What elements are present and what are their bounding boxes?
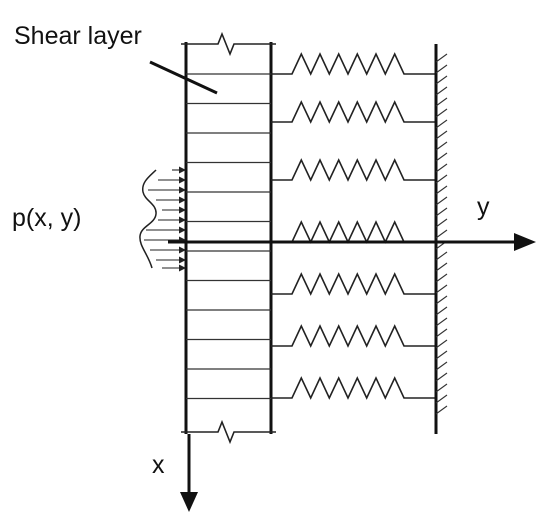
distributed-load [139,166,186,272]
hatch-mark [435,251,448,261]
hatch-mark [435,53,448,63]
spring [271,272,436,296]
hatch-mark [435,317,448,327]
shear-layer-lines [186,73,271,400]
hatch-mark [435,108,448,118]
load-arrowhead [179,166,186,174]
y-axis-arrowhead [514,233,536,251]
load-profile-curve [139,169,157,269]
hatch-mark [435,328,448,338]
load-arrowhead [179,264,186,272]
hatch-mark [435,295,448,305]
hatch-mark [435,229,448,239]
hatch-mark [435,372,448,382]
hatch-mark [435,218,448,228]
hatch-mark [435,361,448,371]
hatch-mark [435,350,448,360]
hatch-mark [435,163,448,173]
spring [271,100,436,124]
shear-layer [181,31,276,445]
wall-hatching [435,53,448,415]
hatch-mark [435,339,448,349]
fixed-support-wall [434,44,448,434]
hatch-mark [435,174,448,184]
hatch-mark [435,262,448,272]
hatch-mark [435,185,448,195]
load-arrowhead [179,176,186,184]
x-axis-label: x [152,451,165,479]
load-arrowhead [179,216,186,224]
load-arrows [144,166,186,272]
hatch-mark [435,284,448,294]
hatch-mark [435,306,448,316]
x-axis-arrowhead [180,492,198,512]
bottom-break-mark [181,419,276,445]
load-arrowhead [179,186,186,194]
hatch-mark [435,196,448,206]
load-arrowhead [179,196,186,204]
hatch-mark [435,273,448,283]
y-axis [168,233,536,251]
hatch-mark [435,130,448,140]
hatch-mark [435,64,448,74]
y-axis-label: y [477,193,490,221]
top-break-mark [181,31,276,57]
hatch-mark [435,75,448,85]
hatch-mark [435,405,448,415]
spring [271,376,436,400]
load-arrowhead [179,206,186,214]
shear-layer-label: Shear layer [14,22,142,50]
load-arrowhead [179,246,186,254]
spring-array [271,52,436,400]
load-label: p(x, y) [12,204,81,232]
hatch-mark [435,383,448,393]
spring [271,324,436,348]
hatch-mark [435,152,448,162]
shear-layer-leader [149,60,218,95]
spring [271,158,436,182]
spring [271,220,436,244]
spring [271,52,436,76]
hatch-mark [435,97,448,107]
hatch-mark [435,141,448,151]
hatch-mark [435,394,448,404]
load-arrowhead [179,256,186,264]
x-axis [180,434,198,512]
load-arrowhead [179,226,186,234]
hatch-mark [435,207,448,217]
hatch-mark [435,86,448,96]
hatch-mark [435,119,448,129]
